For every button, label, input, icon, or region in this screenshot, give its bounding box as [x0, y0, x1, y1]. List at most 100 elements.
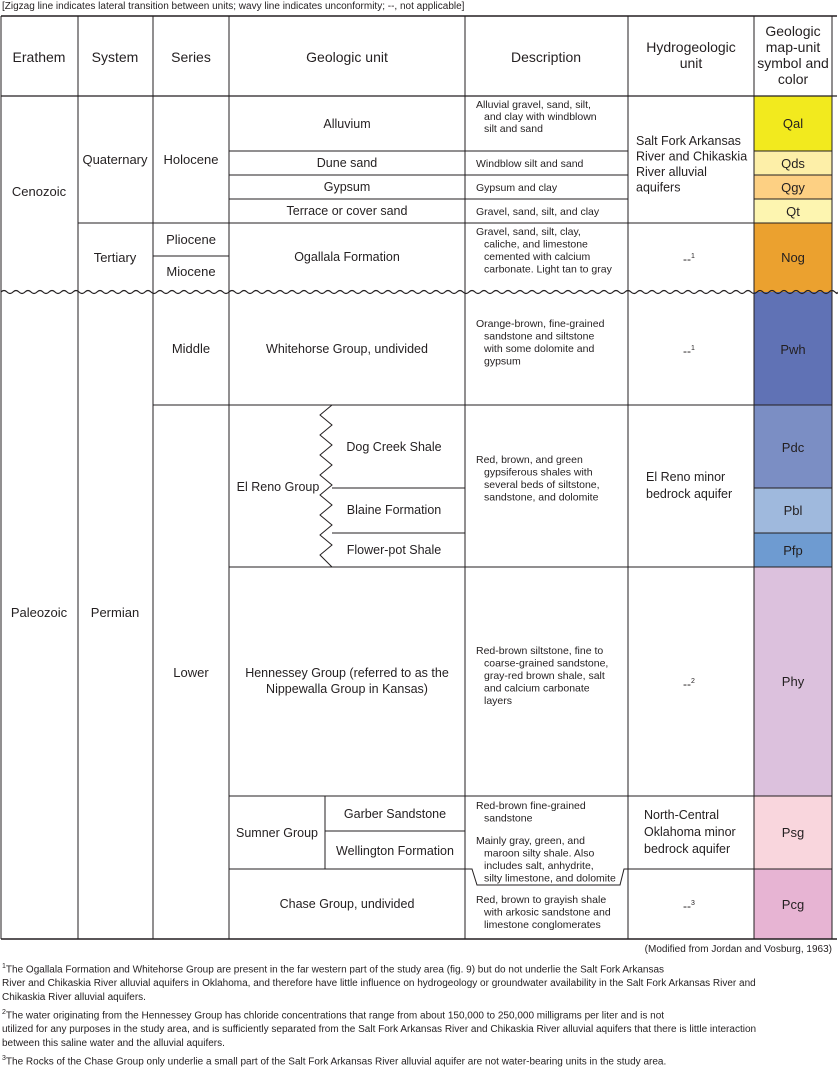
text-line: maroon silty shale. Also — [484, 848, 594, 860]
text-line: Gravel, sand, silt, and clay — [476, 206, 600, 218]
text-line: Nippewalla Group in Kansas) — [266, 682, 428, 696]
text-line: limestone conglomerates — [484, 919, 601, 931]
symbol-cell-psg — [754, 796, 832, 869]
text-line: caliche, and limestone — [484, 239, 588, 251]
text-line: Geologic — [765, 23, 820, 39]
text-line: several beds of siltstone, — [484, 479, 600, 491]
series-middle: Middle — [172, 341, 210, 356]
text-line: gypsiferous shales with — [484, 467, 593, 479]
group-sumner: Sumner Group — [236, 826, 318, 840]
symbol-label-qgy: Qgy — [781, 180, 805, 195]
erathem-cenozoic: Cenozoic — [12, 184, 67, 199]
table-grid — [0, 15, 837, 940]
symbol-cell-pwh — [754, 292, 832, 405]
text-line: Hennessey Group (referred to as the — [245, 666, 449, 680]
footnote-line: between this saline water and the alluvi… — [2, 1038, 225, 1050]
unit-alluvium: Alluvium — [323, 117, 370, 131]
text-line: sandstone and siltstone — [484, 331, 594, 343]
symbol-label-qds: Qds — [781, 156, 805, 171]
text-line: Mainly gray, green, and — [476, 835, 585, 847]
text-line: gypsum — [484, 356, 521, 368]
system-quaternary: Quaternary — [82, 152, 148, 167]
unconformity-wavy-line — [0, 289, 838, 295]
footnote-2: 2The water originating from the Hennesse… — [2, 1006, 836, 1051]
symbol-color-cells — [754, 96, 832, 939]
text-line: symbol and — [757, 55, 829, 71]
footnote-line: River and Chikaskia River alluvial aquif… — [2, 978, 756, 990]
symbol-cell-qal — [754, 96, 832, 151]
text-line: El Reno minor — [646, 470, 725, 484]
symbol-cell-qgy — [754, 175, 832, 199]
text-line: and clay with windblown — [484, 111, 597, 123]
text-line: silt and sand — [484, 123, 543, 135]
unit-wellington: Wellington Formation — [336, 844, 454, 858]
symbol-label-pwh: Pwh — [780, 342, 805, 357]
desc-gypsum: Gypsum and clay — [476, 182, 558, 194]
desc-alluvium: Alluvial gravel, sand, silt,and clay wit… — [476, 99, 597, 135]
text-line: Gravel, sand, silt, clay, — [476, 226, 581, 238]
header-geologic-unit: Geologic unit — [306, 49, 388, 65]
text-line: gray-red brown shale, salt — [484, 670, 605, 682]
hydro-na-hennessey: --2 — [683, 677, 695, 691]
header-description: Description — [511, 49, 581, 65]
footnote-mark: 1 — [2, 963, 6, 970]
symbol-cell-phy — [754, 567, 832, 796]
unit-blaine: Blaine Formation — [347, 503, 442, 517]
header-erathem: Erathem — [13, 49, 66, 65]
symbol-label-pfp: Pfp — [783, 543, 803, 558]
text-line: Gypsum and clay — [476, 182, 558, 194]
geologic-units-table: Erathem System Series Geologic unit Desc… — [0, 15, 838, 940]
footnote-line: The Ogallala Formation and Whitehorse Gr… — [5, 964, 665, 976]
symbol-cell-qds — [754, 151, 832, 175]
symbol-cell-pbl — [754, 488, 832, 533]
unit-flower-pot: Flower-pot Shale — [347, 543, 442, 557]
text-line: Alluvial gravel, sand, silt, — [476, 99, 591, 111]
symbol-cell-pcg — [754, 869, 832, 939]
table-note: [Zigzag line indicates lateral transitio… — [2, 1, 465, 12]
series-pliocene: Pliocene — [166, 232, 216, 247]
unit-gypsum: Gypsum — [324, 180, 371, 194]
table-header: Erathem System Series Geologic unit Desc… — [13, 23, 829, 87]
text-line: bedrock aquifer — [644, 842, 730, 856]
text-line: bedrock aquifer — [646, 487, 732, 501]
source-citation: (Modified from Jordan and Vosburg, 1963) — [644, 944, 832, 955]
text-line: Red, brown, and green — [476, 454, 583, 466]
footnote-1: 1The Ogallala Formation and Whitehorse G… — [2, 960, 836, 1005]
footnote-mark: 3 — [2, 1055, 6, 1062]
unit-ogallala: Ogallala Formation — [294, 250, 400, 264]
text-line: Hydrogeologic — [646, 39, 736, 55]
symbol-label-qt: Qt — [786, 204, 800, 219]
symbol-label-pbl: Pbl — [784, 503, 803, 518]
text-line: with arkosic sandstone and — [483, 907, 611, 919]
footnote-line: The Rocks of the Chase Group only underl… — [5, 1056, 667, 1068]
text-line: map-unit — [766, 39, 821, 55]
text-line: North-Central — [644, 808, 719, 822]
symbol-label-nog: Nog — [781, 250, 805, 265]
text-line: River and Chikaskia — [636, 150, 747, 164]
unit-terrace: Terrace or cover sand — [287, 204, 408, 218]
unit-chase: Chase Group, undivided — [280, 897, 415, 911]
text-line: color — [778, 71, 809, 87]
text-line: aquifers — [636, 181, 680, 195]
text-line: with some dolomite and — [483, 343, 594, 355]
symbol-cell-pfp — [754, 533, 832, 567]
text-line: carbonate. Light tan to gray — [484, 264, 613, 276]
symbol-label-phy: Phy — [782, 674, 805, 689]
footnote-line: The water originating from the Hennessey… — [5, 1010, 665, 1022]
symbol-cell-qt — [754, 199, 832, 223]
text-line: sandstone — [484, 813, 533, 825]
symbol-cell-nog — [754, 223, 832, 292]
erathem-paleozoic: Paleozoic — [11, 605, 68, 620]
symbol-label-qal: Qal — [783, 116, 803, 131]
text-line: Salt Fork Arkansas — [636, 134, 741, 148]
text-line: Red-brown fine-grained — [476, 800, 586, 812]
footnote-mark: 2 — [2, 1009, 6, 1016]
